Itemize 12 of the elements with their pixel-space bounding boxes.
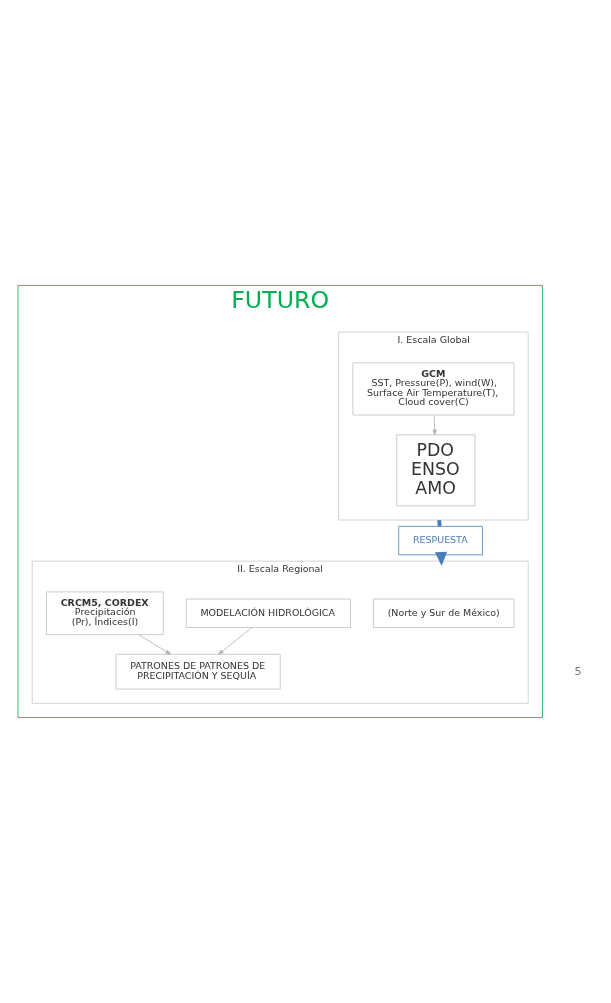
node-box: GCM SST, Pressure(P), wind(W), Surface Air Temperature(T), Cloud cover(C) <box>352 362 515 416</box>
arrow <box>138 634 172 655</box>
node-box: MODELACIÓN HIDROLÒGICA <box>185 598 351 628</box>
node-box: (Norte y Sur de México) <box>373 598 515 628</box>
arrow <box>218 627 253 655</box>
connector <box>437 519 442 527</box>
label: 5 <box>574 664 582 678</box>
node-box: PATRONES DE PATRONES DE PRECIPITACIÓN Y SEQUÍA <box>115 653 281 690</box>
arrow <box>434 551 448 567</box>
node-box: CRCM5, CORDEX Precipitación (Pr), Índices(I) <box>46 591 164 635</box>
node-box: PDO ENSO AMO <box>396 434 476 507</box>
arrow <box>432 414 437 436</box>
